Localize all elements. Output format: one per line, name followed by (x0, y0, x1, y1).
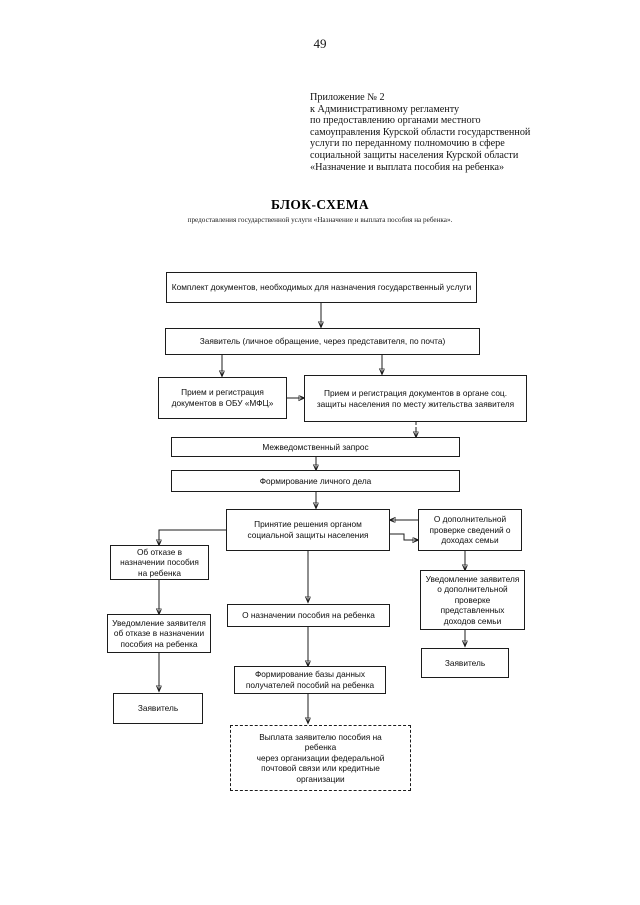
node-notify-additional-check: Уведомление заявителя о дополнительной п… (420, 570, 525, 630)
node-decision-by-social-protection: Принятие решения органом социальной защи… (226, 509, 390, 551)
node-notify-refusal: Уведомление заявителя об отказе в назнач… (107, 614, 211, 653)
node-label-line-3: через организации федеральной (256, 752, 385, 763)
node-label: Прием и регистрация документов в ОБУ «МФ… (171, 387, 274, 408)
page-subtitle: предоставления государственной услуги «Н… (187, 216, 453, 224)
node-label: Комплект документов, необходимых для наз… (171, 282, 472, 293)
appendix-line-7: «Назначение и выплата пособия на ребенка… (310, 161, 505, 173)
appendix-reference-block: Приложение № 2 к Административному регла… (310, 92, 610, 173)
node-mfc-registration: Прием и регистрация документов в ОБУ «МФ… (158, 377, 287, 419)
node-label: Уведомление заявителя об отказе в назнач… (112, 617, 206, 649)
node-label: О дополнительной проверке сведений о дох… (429, 514, 511, 546)
node-label: Заявитель (444, 657, 486, 668)
node-label: Формирование личного дела (259, 475, 372, 486)
edge-decision-refusal (159, 529, 226, 545)
node-label-line-2: ребенка (304, 742, 337, 753)
node-label-line-4: почтовой связи или кредитные (261, 763, 380, 774)
page-number: 49 (313, 36, 327, 51)
appendix-line-2: к Административному регламенту (310, 103, 460, 115)
appendix-line-5: услуги по переданному полномочию в сфере (310, 138, 505, 150)
node-label: Уведомление заявителя о дополнительной п… (425, 573, 520, 626)
node-interdepartmental-request: Межведомственный запрос (171, 437, 460, 457)
node-additional-income-check: О дополнительной проверке сведений о дох… (418, 509, 522, 551)
node-label-line-5: организации (296, 773, 345, 784)
node-document-set: Комплект документов, необходимых для наз… (166, 272, 477, 303)
node-label: Заявитель (137, 703, 179, 714)
node-personal-file-formation: Формирование личного дела (171, 470, 460, 492)
page-title: БЛОК-СХЕМА (270, 197, 370, 212)
node-label: Об отказе в назначении пособия на ребенк… (120, 546, 199, 578)
edge-decision-addcheck (390, 533, 418, 540)
node-social-protection-registration: Прием и регистрация документов в органе … (304, 375, 527, 422)
node-applicant-entry: Заявитель (личное обращение, через предс… (165, 328, 480, 355)
node-applicant-refusal: Заявитель (113, 693, 203, 724)
appendix-line-4: самоуправления Курской области государст… (310, 126, 531, 138)
node-label: О назначении пособия на ребенка (242, 610, 375, 621)
appendix-line-1: Приложение № 2 (310, 92, 385, 103)
appendix-line-3: по предоставлению органами местного (310, 115, 481, 127)
node-label: Межведомственный запрос (262, 441, 369, 452)
node-label: Принятие решения органом социальной защи… (247, 519, 369, 540)
node-recipients-database: Формирование базы данных получателей пос… (234, 666, 386, 694)
node-label: Формирование базы данных получателей пос… (245, 669, 375, 690)
node-refusal-decision: Об отказе в назначении пособия на ребенк… (110, 545, 209, 580)
node-grant-decision: О назначении пособия на ребенка (227, 604, 390, 627)
node-label: Прием и регистрация документов в органе … (316, 387, 515, 409)
node-label-line-1: Выплата заявителю пособия на (259, 731, 382, 742)
node-benefit-payment: Выплата заявителю пособия на ребенка чер… (230, 725, 411, 791)
appendix-line-6: социальной защиты населения Курской обла… (310, 149, 519, 161)
node-label: Заявитель (личное обращение, через предс… (199, 336, 446, 347)
node-applicant-additional-check: Заявитель (421, 648, 509, 678)
